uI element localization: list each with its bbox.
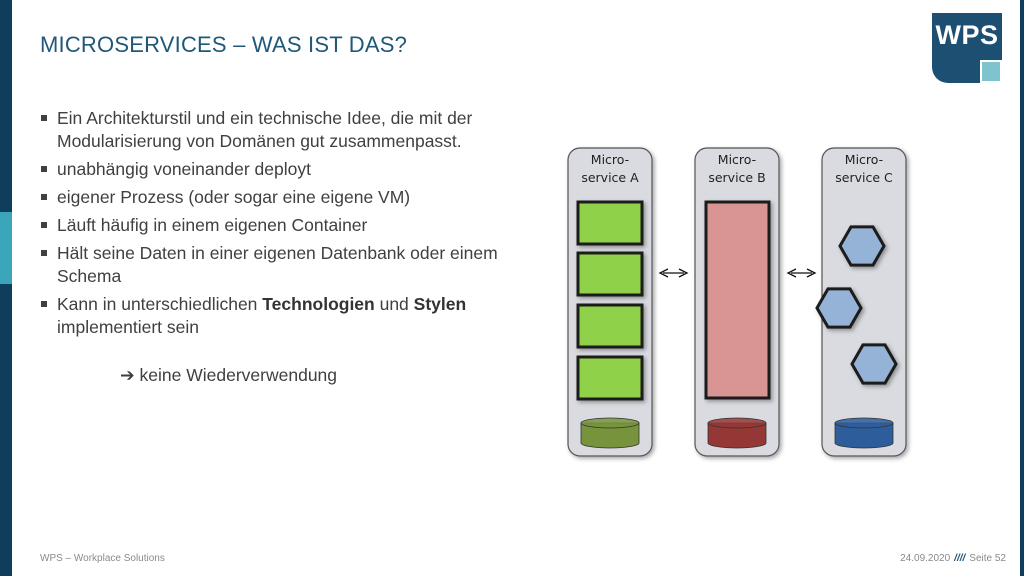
footer-date: 24.09.2020 — [900, 553, 951, 564]
bullet-item: Läuft häufig in einem eigenen Container — [40, 214, 520, 237]
service-label-line1: Micro- — [718, 152, 756, 167]
database-icon — [707, 422, 767, 449]
bullet-text: Hält seine Daten in einer eigenen Datenb… — [57, 243, 498, 286]
bullet-item: unabhängig voneinander deployt — [40, 158, 520, 181]
bullet-item: Ein Architekturstil und ein technische I… — [40, 107, 520, 153]
bullet-text: Ein Architekturstil und ein technische I… — [57, 108, 473, 151]
footer-company: WPS – Workplace Solutions — [40, 553, 165, 564]
hexagon-icon — [815, 287, 863, 329]
logo-text: WPS — [935, 20, 999, 50]
service-panel — [567, 147, 653, 457]
arrow-head-right — [678, 268, 689, 278]
bullet-text: unabhängig voneinander deployt — [57, 159, 311, 179]
left-edge-bar — [0, 0, 12, 576]
footer-meta: 24.09.2020////Seite 52 — [900, 553, 1006, 564]
bullet-square-icon — [41, 166, 47, 172]
arrow-head-left — [658, 268, 669, 278]
service-label-line1: Micro- — [845, 152, 883, 167]
bullet-item: Kann in unterschiedlichen Technologien u… — [40, 293, 520, 339]
module-block — [576, 303, 644, 349]
module-block — [576, 251, 644, 297]
arrow-conclusion: ➔ keine Wiederverwendung — [120, 365, 337, 386]
service-label-line2: service C — [835, 170, 893, 185]
hexagon-icon — [838, 225, 886, 267]
database-icon — [580, 422, 640, 449]
bullet-text: implementiert sein — [57, 317, 199, 337]
bullet-text: Kann in unterschiedlichen — [57, 294, 263, 314]
right-arrow-icon: ➔ — [120, 365, 135, 385]
database-top — [707, 417, 767, 429]
bullet-item: Hält seine Daten in einer eigenen Datenb… — [40, 242, 520, 288]
bullet-square-icon — [41, 115, 47, 121]
arrow-conclusion-text: keine Wiederverwendung — [139, 365, 338, 385]
footer-page-number: Seite 52 — [969, 553, 1006, 564]
bullet-item: eigener Prozess (oder sogar eine eigene … — [40, 186, 520, 209]
bullet-square-icon — [41, 222, 47, 228]
wps-logo: WPS — [932, 13, 1002, 83]
database-top — [834, 417, 894, 429]
bullet-bold-text: Stylen — [413, 294, 467, 314]
database-icon — [834, 422, 894, 449]
bullet-list: Ein Architekturstil und ein technische I… — [40, 107, 520, 344]
arrow-head-right — [806, 268, 817, 278]
right-edge-bar — [1020, 0, 1024, 576]
bullet-square-icon — [41, 250, 47, 256]
slide-title: MICROSERVICES – WAS IST DAS? — [40, 32, 408, 57]
left-edge-accent — [0, 212, 12, 284]
database-top — [580, 417, 640, 429]
bullet-bold-text: Technologien — [262, 294, 375, 314]
bullet-text: eigener Prozess (oder sogar eine eigene … — [57, 187, 411, 207]
microservices-diagram: Micro-service A Micro-service B Micro-serv… — [567, 147, 907, 457]
arrow-head-left — [786, 268, 797, 278]
service-label-line1: Micro- — [591, 152, 629, 167]
module-block — [576, 355, 644, 401]
module-block — [704, 200, 771, 400]
service-label-line2: service B — [708, 170, 765, 185]
bullet-text: Läuft häufig in einem eigenen Container — [57, 215, 368, 235]
bullet-square-icon — [41, 194, 47, 200]
footer-separator: //// — [954, 553, 966, 564]
bullet-square-icon — [41, 301, 47, 307]
logo-square-icon — [980, 60, 1002, 83]
bullet-text: und — [374, 294, 414, 314]
service-label-line2: service A — [581, 170, 639, 185]
module-block — [576, 200, 644, 246]
hexagon-icon — [850, 343, 898, 385]
